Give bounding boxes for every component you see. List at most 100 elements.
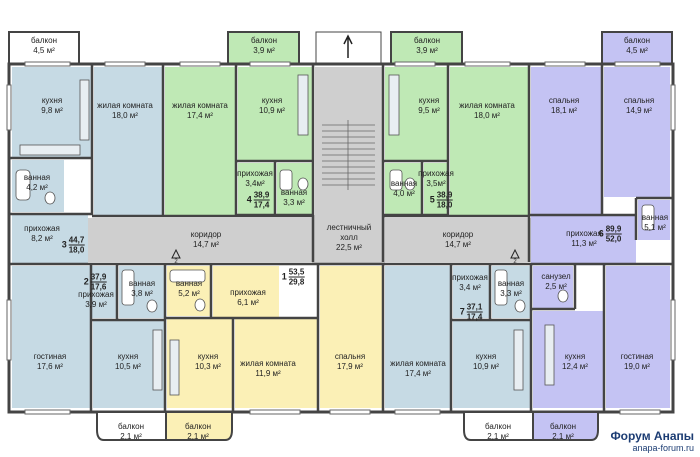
balcony-6-area [165, 411, 233, 441]
apt4-hall-area [238, 163, 274, 215]
room-area: 17,9 м² [337, 362, 363, 371]
room-area: 4,2 м² [26, 183, 48, 192]
room-area: 5,2 м² [178, 289, 200, 298]
apartment-living-area: 18,0 [68, 245, 85, 255]
room-name: прихожая [78, 290, 114, 299]
balcony-4-area [601, 31, 673, 65]
apartment-total-area: 37,1 [466, 302, 483, 313]
room-area: 3,8 м² [131, 289, 153, 298]
apt1-bedroom-area [320, 266, 382, 408]
stair-hall-area [312, 215, 385, 263]
room-area: 17,4 м² [405, 369, 431, 378]
room-name: балкон [624, 36, 650, 45]
room-area: 2,1 м² [187, 432, 209, 441]
room-name: жилая комната [240, 359, 296, 368]
room-area: 17,4 м² [187, 111, 213, 120]
room-name: ванная [280, 188, 308, 197]
apt6-hall-area [531, 215, 636, 263]
room-area: 10,9 м² [259, 106, 285, 115]
watermark-title: Форум Анапы [610, 429, 694, 443]
room-area: 5,1 м² [644, 223, 666, 232]
room-name: ванная [497, 279, 525, 288]
room-name: санузел [541, 272, 571, 281]
room-area: 18,1 м² [551, 106, 577, 115]
room-name: прихожая [418, 169, 454, 178]
room-name: кухня [261, 96, 283, 105]
apartment-living-area: 17,4 [466, 312, 483, 322]
room-area: 10,9 м² [473, 362, 499, 371]
room-area: 3,3 м² [500, 289, 522, 298]
room-name: кухня [564, 352, 586, 361]
room-area: 2,1 м² [120, 432, 142, 441]
watermark: Форум Анапы anapa-forum.ru [610, 429, 694, 453]
room-area: 14,9 м² [626, 106, 652, 115]
apartment-living-area: 18,0 [436, 200, 453, 210]
apt6-bedroom-b-area [604, 67, 670, 197]
apartment-number: 5 [429, 194, 435, 205]
room-name: гостиная [620, 352, 654, 361]
room-name: прихожая [230, 288, 266, 297]
room-name: жилая комната [97, 101, 153, 110]
room-area: 9,8 м² [41, 106, 63, 115]
interior-walls [10, 64, 672, 411]
room-name: балкон [118, 422, 144, 431]
room-name: жилая комната [390, 359, 446, 368]
room-name: балкон [550, 422, 576, 431]
room-area: 3,9 м² [253, 46, 275, 55]
room-area: 3,9 м² [416, 46, 438, 55]
room-area: 14,7 м² [193, 240, 219, 249]
room-area: 11,9 м² [255, 369, 281, 378]
balcony-5-area [96, 411, 167, 441]
room-area: 12,4 м² [562, 362, 588, 371]
room-name: балкон [31, 36, 57, 45]
room-name: кухня [41, 96, 63, 105]
room-area: 19,0 м² [624, 362, 650, 371]
apt7-hall-area [453, 266, 489, 318]
apartment-total-area: 44,7 [68, 235, 85, 246]
room-area: 18,0 м² [112, 111, 138, 120]
room-name: балкон [251, 36, 277, 45]
stair-mark-left: 2 [174, 259, 178, 265]
room-name: гостиная [33, 352, 67, 361]
apartment-total-area: 89,9 [605, 224, 622, 235]
room-area: 3,3 м² [283, 198, 305, 207]
room-name: спальня [548, 96, 580, 105]
room-area: 10,5 м² [115, 362, 141, 371]
section-mark-left [171, 248, 181, 259]
stair-mark-right: 2 [513, 259, 517, 265]
room-name: прихожая [566, 229, 602, 238]
room-name: коридор [442, 230, 474, 239]
apartment-living-area: 52,0 [605, 234, 622, 244]
